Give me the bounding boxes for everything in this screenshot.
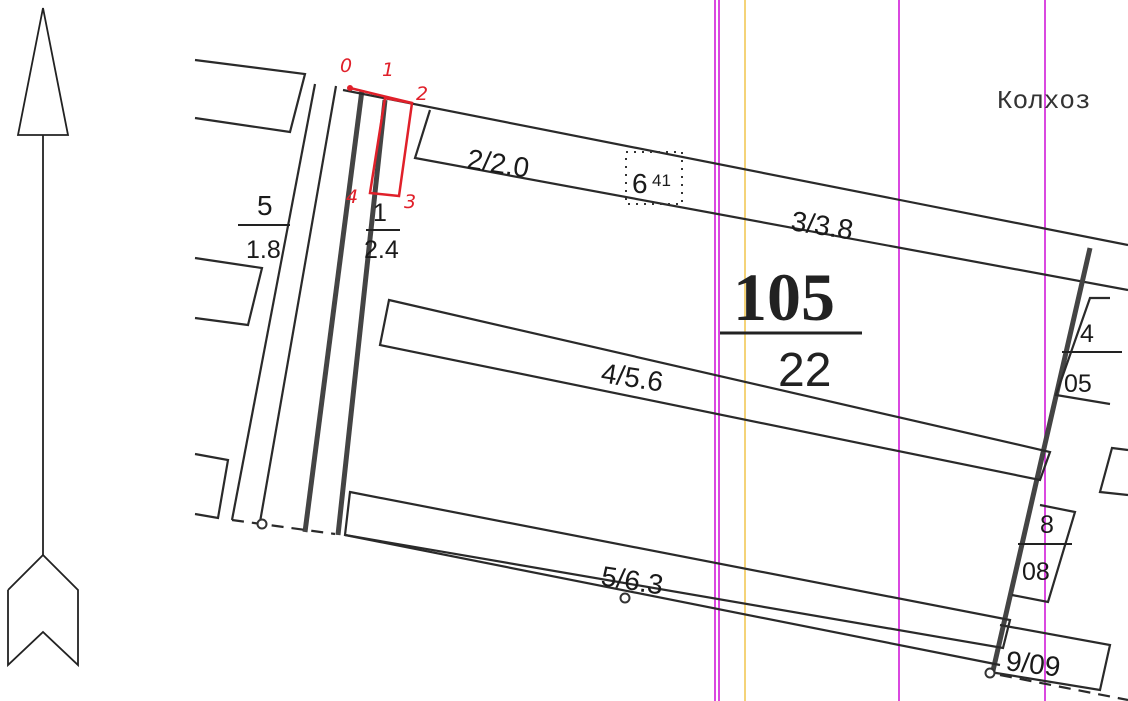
plot-1-label: 1 2.4	[364, 199, 400, 264]
guide-lines	[714, 0, 1046, 701]
plot-6-small: 41	[652, 171, 671, 190]
plot-4-right-area: 05	[1064, 370, 1092, 398]
plot-4-right-label: 4 05	[1062, 320, 1122, 398]
plot-3-label: 3/3.8	[789, 205, 855, 245]
plot-8-area: 08	[1022, 558, 1050, 586]
plot-8-number: 8	[1040, 511, 1054, 539]
left-parcels	[194, 58, 307, 520]
plot-6-label: 6 41	[625, 151, 683, 205]
red-point-0: 0	[340, 55, 352, 77]
plot-5-left-area: 1.8	[246, 236, 281, 264]
plot-5-left-label: 5 1.8	[238, 190, 290, 264]
main-parcel-number: 105	[733, 259, 835, 335]
plot-2-label: 2/2.0	[465, 143, 531, 183]
plot-9-label: 9/09	[1004, 645, 1062, 682]
red-point-4: 4	[346, 186, 358, 208]
red-point-3: 3	[404, 191, 416, 213]
red-survey-marks: 0 1 2 3 4	[340, 55, 428, 213]
plot-4-right-number: 4	[1080, 320, 1094, 348]
plot-1-number: 1	[373, 199, 387, 227]
plot-5-label: 5/6.3	[599, 560, 665, 600]
plot-6-number: 6	[632, 168, 648, 199]
farm-label: Колхоз	[997, 86, 1091, 116]
plot-1-area: 2.4	[364, 236, 399, 264]
red-point-2: 2	[416, 83, 428, 105]
north-arrow-icon	[7, 7, 79, 668]
main-parcel-area: 22	[778, 344, 831, 397]
plot-5-left-number: 5	[257, 190, 273, 221]
main-parcel-outline	[335, 88, 1128, 701]
plot-8-label: 8 08	[1018, 511, 1072, 586]
red-point-1: 1	[382, 59, 394, 81]
road-strip	[230, 83, 365, 536]
main-parcel-label: 105 22	[720, 259, 862, 397]
